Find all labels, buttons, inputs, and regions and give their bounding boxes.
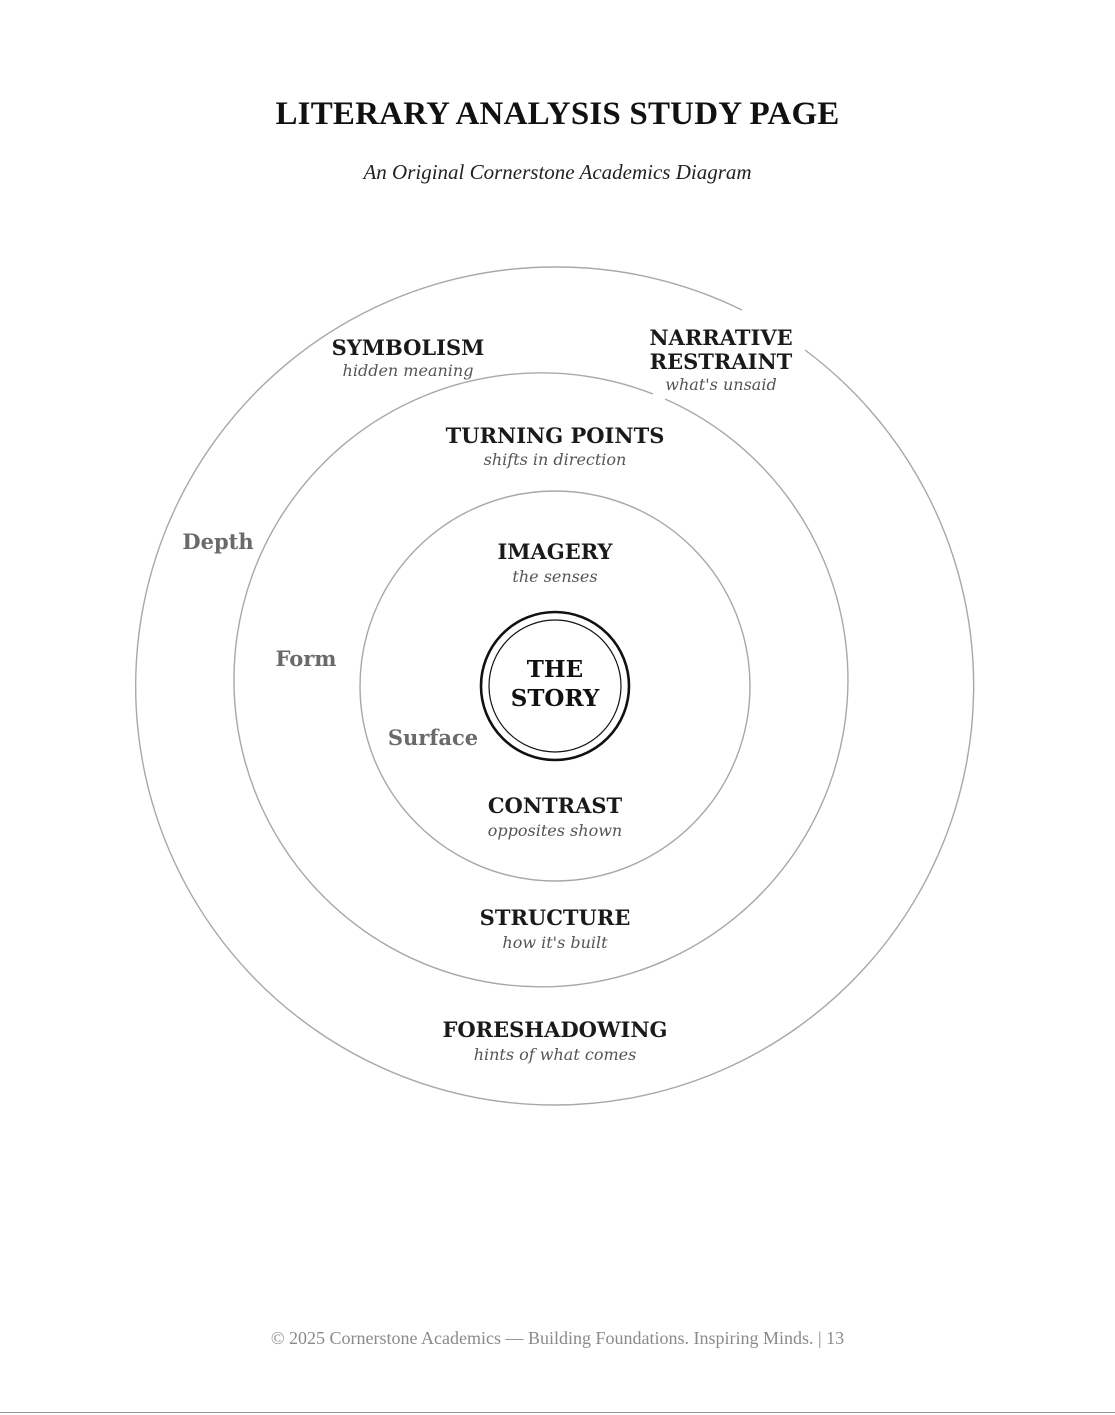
structure-label: STRUCTURE	[480, 905, 631, 930]
middle-ring-form	[233, 372, 849, 988]
turning-points-hint: shifts in direction	[484, 450, 627, 469]
symbolism-label: SYMBOLISM	[332, 335, 485, 360]
layer-label-surface: Surface	[388, 725, 478, 750]
page-title: LITERARY ANALYSIS STUDY PAGE	[275, 96, 840, 132]
layer-label-form: Form	[275, 646, 336, 671]
story-core	[479, 610, 631, 762]
foreshadowing-hint: hints of what comes	[474, 1045, 637, 1064]
layer-label-depth: Depth	[182, 529, 253, 554]
narrative-restraint-label-line1: NARRATIVE	[649, 325, 792, 350]
contrast-label: CONTRAST	[488, 793, 623, 818]
bottom-divider	[0, 1412, 1115, 1413]
outer-ring-depth	[134, 266, 975, 1106]
story-line1: THE	[527, 656, 583, 683]
turning-points-label: TURNING POINTS	[446, 423, 665, 448]
narrative-restraint-label-line2: RESTRAINT	[650, 349, 793, 374]
symbolism-hint: hidden meaning	[343, 361, 474, 380]
imagery-hint: the senses	[512, 567, 597, 586]
page-footer: © 2025 Cornerstone Academics — Building …	[270, 1328, 845, 1348]
narrative-restraint-hint: what's unsaid	[665, 375, 776, 394]
story-line2: STORY	[511, 685, 600, 712]
foreshadowing-label: FORESHADOWING	[442, 1017, 667, 1042]
contrast-hint: opposites shown	[488, 821, 622, 840]
imagery-label: IMAGERY	[497, 539, 613, 564]
page-subtitle: An Original Cornerstone Academics Diagra…	[363, 160, 752, 184]
inner-ring-surface	[359, 490, 751, 882]
structure-hint: how it's built	[502, 933, 608, 952]
